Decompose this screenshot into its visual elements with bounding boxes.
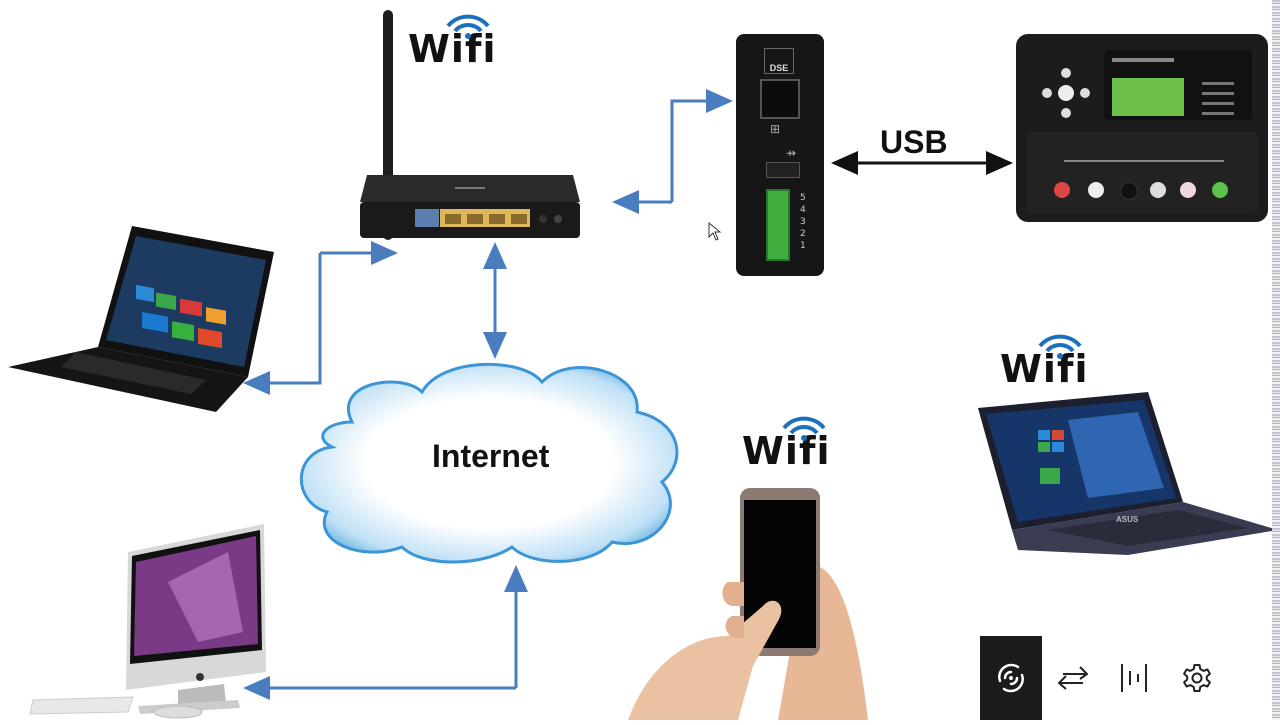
- smartphone-illustration: [628, 488, 868, 720]
- audio-bars-button[interactable]: [1104, 636, 1166, 720]
- network-icon: ⊞: [770, 122, 781, 136]
- laptop-left-illustration: [8, 226, 274, 412]
- wifi-icon: [1038, 334, 1082, 359]
- mouse-cursor-icon: [708, 221, 722, 241]
- dse-logo: DSE: [764, 48, 794, 74]
- router-to-gateway-arrow: [670, 89, 733, 202]
- laptop-link-arrow: [243, 253, 322, 395]
- audio-bars-icon: [1121, 664, 1147, 692]
- usb-port: [766, 162, 800, 178]
- phone-wifi-label: Wifi: [742, 414, 831, 470]
- wifi-router: [355, 10, 585, 245]
- swap-button[interactable]: [1042, 636, 1104, 720]
- refresh-circle-button[interactable]: [980, 636, 1042, 720]
- start-button: [1212, 182, 1228, 198]
- asus-logo: ASUS: [1116, 515, 1139, 524]
- router-wifi-label: Wifi: [408, 12, 497, 68]
- laptop-right-illustration: ASUS: [978, 392, 1278, 555]
- imac-desktop: [28, 522, 268, 720]
- cloud-illustration: [299, 362, 679, 564]
- wifi-icon: [782, 416, 826, 441]
- laptop-left: [6, 222, 274, 417]
- internet-cloud: Internet: [292, 352, 682, 568]
- player-toolbar: [980, 636, 1230, 720]
- generator-controller: [1016, 34, 1268, 222]
- smartphone-in-hand: [628, 486, 868, 720]
- auto-button: [1150, 182, 1166, 198]
- edge-artifact: [1272, 0, 1280, 720]
- refresh-circle-icon: [998, 663, 1024, 693]
- swap-arrows-icon: [1058, 666, 1088, 690]
- terminal-numbers: 5 4 3 2 1: [800, 193, 806, 251]
- laptop-right: ASUS: [978, 390, 1278, 555]
- usb-label: USB: [880, 124, 948, 160]
- blank-button: [1120, 182, 1138, 200]
- ethernet-port: [760, 79, 800, 119]
- manual-button: [1088, 182, 1104, 198]
- terminal-block: [766, 189, 790, 261]
- stop-button: [1054, 182, 1070, 198]
- nav-pad: [1042, 68, 1092, 118]
- settings-button[interactable]: [1166, 636, 1228, 720]
- dse-gateway-device: DSE ⊞ ⇸ 5 4 3 2 1: [736, 34, 824, 276]
- usb-symbol-icon: ⇸: [786, 146, 797, 160]
- router-illustration: [360, 10, 580, 240]
- imac-illustration: [29, 524, 266, 719]
- wifi-icon: [446, 14, 490, 39]
- gear-icon: [1183, 664, 1211, 692]
- mode-button: [1180, 182, 1196, 198]
- laptop-right-wifi-label: Wifi: [1000, 332, 1089, 388]
- internet-label: Internet: [432, 438, 550, 474]
- lcd-display: [1112, 78, 1184, 116]
